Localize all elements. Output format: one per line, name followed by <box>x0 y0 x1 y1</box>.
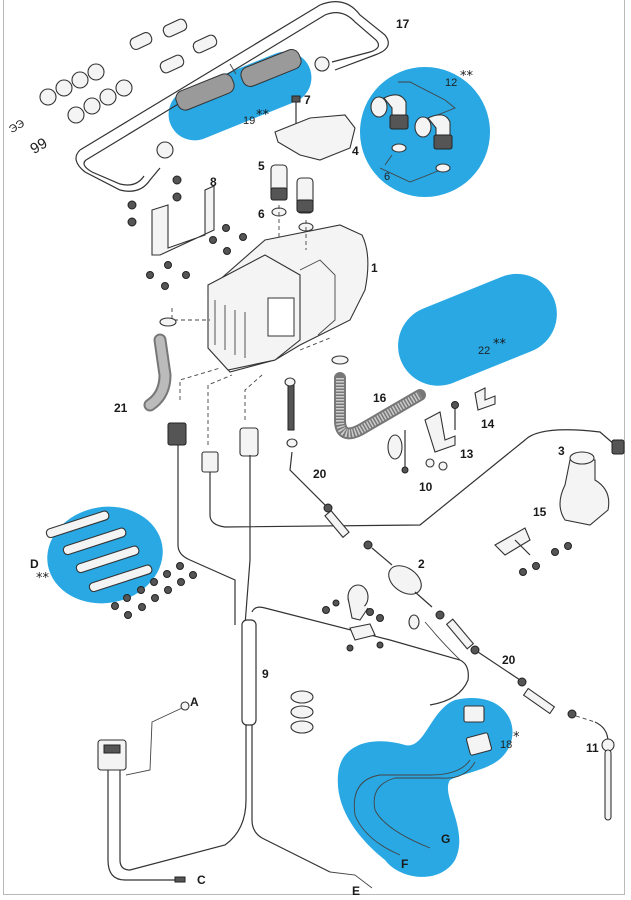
label-9: 9 <box>262 667 269 681</box>
marker-D: ** <box>36 571 50 586</box>
assembly-guide-lines <box>171 205 331 445</box>
connector-letter-labels: A C D ** E F G <box>30 557 450 898</box>
marker-18: * <box>513 730 520 745</box>
lead-E <box>329 871 373 889</box>
label-14: 14 <box>481 417 495 431</box>
part-13-bracket <box>424 401 459 471</box>
label-17: 17 <box>396 17 410 31</box>
part-5-pipe-stubs <box>270 164 314 232</box>
wiring-connectors <box>167 377 298 473</box>
fuse-holder <box>97 701 190 883</box>
label-1: 1 <box>371 261 378 275</box>
part-number-labels: 17 7 19 ** 12 ** 6 4 5 6 8 1 22 ** 21 16… <box>114 17 599 755</box>
part-12-elbow-connectors <box>370 81 456 183</box>
label-6a: 6 <box>258 207 265 221</box>
o-rings-set <box>290 690 314 734</box>
part-9-wiring-harness <box>119 429 616 873</box>
label-7: 7 <box>304 93 311 107</box>
part-14-bracket <box>474 387 496 411</box>
pipe-connectors-group <box>129 18 218 74</box>
label-F: F <box>401 857 408 871</box>
part-3-circulation-pump <box>559 439 625 526</box>
label-A: A <box>190 695 199 709</box>
screws-group <box>146 224 247 290</box>
label-11: 11 <box>586 741 599 755</box>
label-C: C <box>197 873 206 887</box>
label-10: 10 <box>419 480 433 494</box>
part-19-corrugated-hose <box>175 49 302 111</box>
part-1-heater-unit <box>207 224 369 373</box>
label-12: 12 <box>445 77 457 89</box>
part-11-sensor <box>594 721 615 821</box>
highlight-22 <box>398 273 557 386</box>
part-D-mounting-strips <box>45 510 153 593</box>
label-D: D <box>30 557 39 571</box>
label-19: 19 <box>243 115 255 127</box>
part-8-bracket <box>127 175 215 256</box>
label-6b: 6 <box>384 171 390 183</box>
svg-text:99: 99 <box>27 135 50 158</box>
part-18-sensor-harness <box>353 705 493 856</box>
part-15-bracket <box>494 527 572 576</box>
hose-clamps-group <box>39 56 330 159</box>
label-E: E <box>352 884 360 898</box>
part-4-cover <box>274 114 356 161</box>
part-20-fuel-line <box>289 451 596 723</box>
label-13: 13 <box>460 447 474 461</box>
marker-22: ** <box>493 337 507 352</box>
label-15: 15 <box>533 505 547 519</box>
part-16-coolant-hose <box>331 355 426 440</box>
svg-text:ЭЭ: ЭЭ <box>7 118 27 136</box>
part-21-exhaust-hose <box>143 317 177 412</box>
label-16: 16 <box>373 391 387 405</box>
o-rings-group: ЭЭ 99 <box>7 118 50 158</box>
label-21: 21 <box>114 401 128 415</box>
label-18: 18 <box>500 739 512 751</box>
pump-mount-bracket <box>322 584 384 652</box>
label-5: 5 <box>258 159 265 173</box>
label-3: 3 <box>558 444 565 458</box>
part-D-screws <box>111 562 197 619</box>
label-4: 4 <box>352 144 359 158</box>
part-17-hose <box>75 1 389 192</box>
label-20b: 20 <box>502 653 516 667</box>
hose-clip <box>387 430 409 474</box>
marker-12: ** <box>460 69 474 84</box>
part-7-bolt <box>291 95 301 125</box>
label-8: 8 <box>210 175 217 189</box>
label-20a: 20 <box>313 467 327 481</box>
marker-19: ** <box>256 108 270 123</box>
highlight-18 <box>337 698 513 877</box>
part-2-dosing-pump <box>388 565 461 661</box>
label-2: 2 <box>418 557 425 571</box>
label-G: G <box>441 832 450 846</box>
label-22: 22 <box>478 345 490 357</box>
